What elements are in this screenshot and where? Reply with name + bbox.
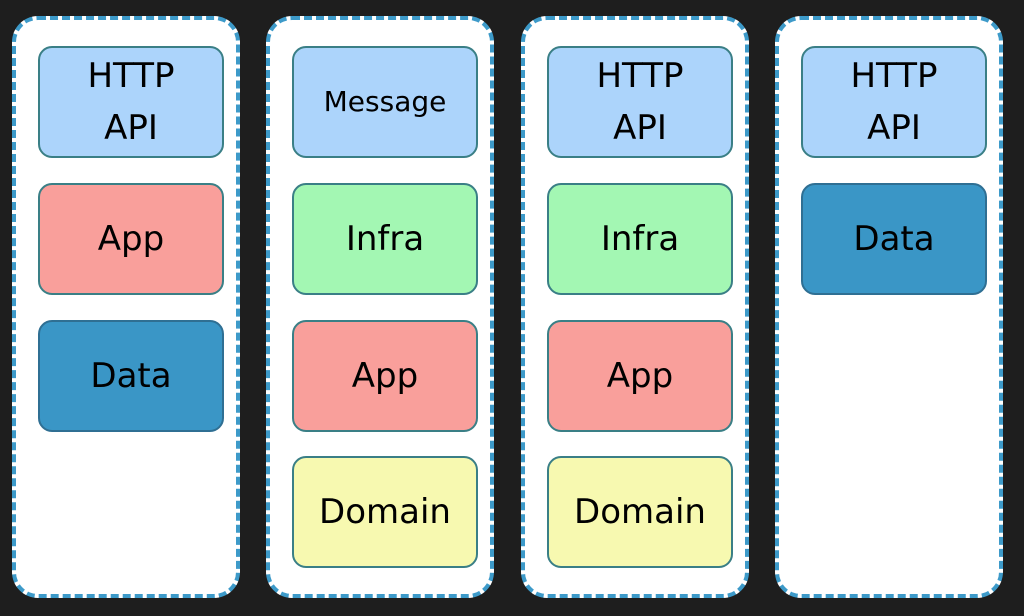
service-4: HTTP API Data xyxy=(775,16,1003,598)
message-layer: Message xyxy=(292,46,478,158)
app-layer: App xyxy=(292,320,478,432)
domain-layer: Domain xyxy=(547,456,733,568)
infra-layer: Infra xyxy=(547,183,733,295)
app-layer: App xyxy=(38,183,224,295)
data-layer: Data xyxy=(801,183,987,295)
http-api-layer: HTTP API xyxy=(38,46,224,158)
service-3: HTTP API Infra App Domain xyxy=(521,16,749,598)
app-layer: App xyxy=(547,320,733,432)
data-layer: Data xyxy=(38,320,224,432)
service-2: Message Infra App Domain xyxy=(266,16,494,598)
http-api-layer: HTTP API xyxy=(547,46,733,158)
service-1: HTTP API App Data xyxy=(12,16,240,598)
http-api-layer: HTTP API xyxy=(801,46,987,158)
domain-layer: Domain xyxy=(292,456,478,568)
infra-layer: Infra xyxy=(292,183,478,295)
